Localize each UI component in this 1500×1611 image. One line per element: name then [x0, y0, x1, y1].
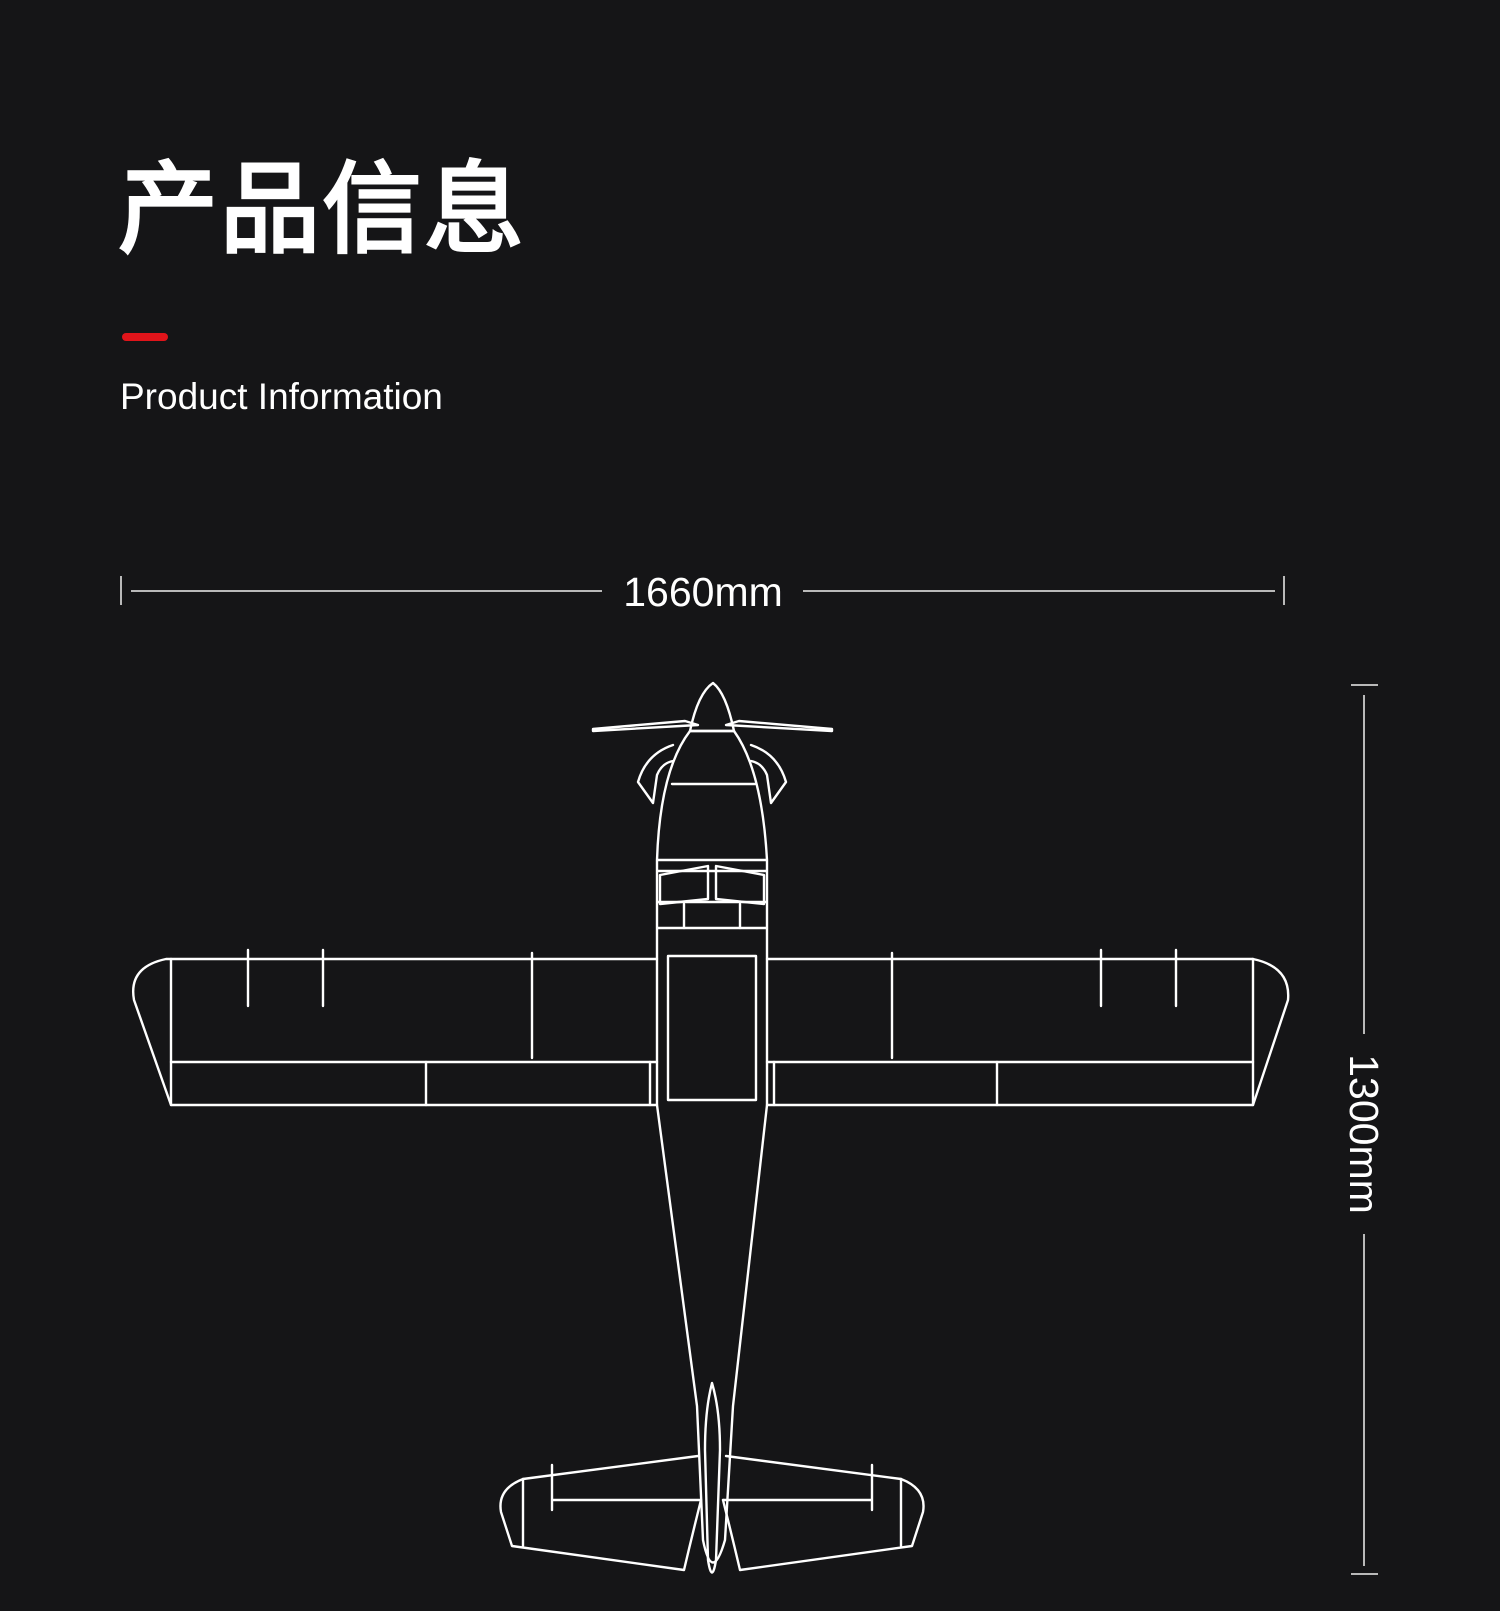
length-dimension: 1300mm: [1341, 684, 1387, 1575]
cylinder-left: [636, 743, 675, 805]
page-title-chinese: 产品信息: [118, 151, 526, 268]
page-title-english: Product Information: [120, 376, 443, 417]
airplane-top-view-outline-icon: [132, 681, 1290, 1574]
wingspan-dimension: 1660mm: [120, 569, 1285, 615]
spinner: [688, 681, 736, 733]
windshield-panel-right: [714, 864, 766, 906]
cylinder-right: [749, 743, 788, 805]
propeller-blade-left: [591, 719, 700, 733]
stabilizer-right: [721, 1454, 925, 1572]
wing-left: [132, 957, 659, 1107]
windshield: [656, 858, 768, 930]
windshield-panel-left: [658, 864, 710, 906]
wingspan-label: 1660mm: [623, 569, 783, 615]
vertical-fin: [703, 1381, 722, 1574]
accent-bar: [122, 333, 168, 341]
propeller-blade-right: [724, 719, 834, 733]
length-label: 1300mm: [1341, 1054, 1387, 1214]
wing-right: [765, 957, 1290, 1107]
wing-hatch: [666, 954, 758, 1102]
stabilizer-left: [499, 1454, 703, 1572]
fuselage: [655, 729, 769, 1564]
